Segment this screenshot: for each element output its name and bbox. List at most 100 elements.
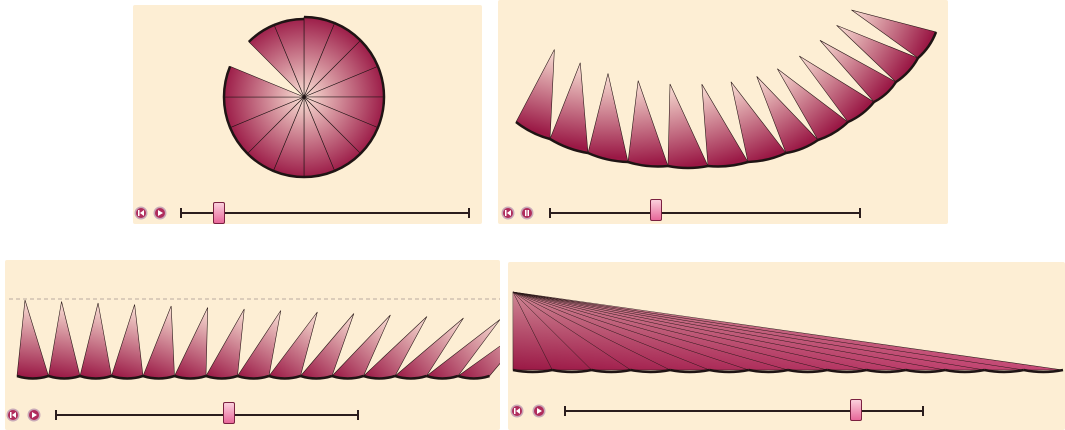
panel-arc [498,0,948,224]
slider-thumb[interactable] [223,402,235,424]
triangle-wedge-rim [552,368,592,374]
circle-wedge-rim [222,96,232,129]
circle-wedge-rim [273,17,305,27]
arc-wedge-rim [549,137,589,155]
circle-wedges [222,15,386,179]
slider-track[interactable] [55,410,359,420]
arc-wedge-rim [873,81,898,104]
slider-track[interactable] [564,406,924,416]
slider-thumb[interactable] [213,202,225,224]
straight-wedge-rim [205,374,238,380]
triangle-wedge-rim [748,368,789,374]
reset-button[interactable] [6,408,20,422]
straight-wedges [16,299,500,380]
pause-icon [520,206,534,220]
triangle-wedge-edge [512,291,946,371]
straight-wedge-rim [331,374,364,380]
straight-wedge-rim [268,374,301,380]
triangle-wedge-edge [512,291,906,371]
slider-thumb[interactable] [850,399,862,421]
straight-wedge-rim [48,374,81,380]
straight-wedge-rim [111,374,144,380]
triangle-wedges-scene [512,291,1064,374]
slider-track[interactable] [180,208,470,218]
play-button[interactable] [27,408,41,422]
straight-wedge-rim [457,374,490,380]
circle-wedge-rim [246,152,274,173]
arc-wedge-rim [895,57,920,84]
arc-wedge-rim [667,164,709,170]
arc-wedge-rim [515,121,551,141]
slider-thumb[interactable] [650,199,662,221]
panel-triangle [508,262,1065,430]
reset-button[interactable] [134,206,148,220]
reset-button[interactable] [501,206,515,220]
play-icon [27,408,41,422]
triangle-wedge-edge [512,291,749,371]
circle-wedge-rim [303,169,336,179]
triangle-wedge-edge [512,291,867,371]
triangle-wedge-rim [905,368,946,374]
straight-wedges-scene [9,298,500,380]
arc-wedge-rim [817,121,849,142]
panel-straight [5,260,500,430]
straight-wedge-rim [142,374,175,380]
straight-wedge [111,304,144,379]
play-button[interactable] [532,404,546,418]
straight-wedge-rim [174,374,207,380]
arc-wedge [667,83,709,169]
triangle-wedge-edge [512,291,1024,371]
circle-wedge-rim [222,65,232,98]
circle-wedge-rim [334,21,362,42]
circle-wedge-rim [376,96,386,129]
triangle-wedge-edge [512,291,985,371]
triangle-wedge-rim [944,368,985,374]
arc-wedge [627,80,669,167]
play-icon [153,206,167,220]
arc-wedge [587,73,629,163]
triangle-wedge-edge [512,291,553,371]
triangle-wedge-rim [984,368,1024,374]
slider-track[interactable] [549,208,861,218]
arc-wedge-rim [847,101,875,124]
arc-wedge-rim [707,160,749,168]
arc-wedge-rim [587,151,629,164]
triangle-wedge-edge [512,291,671,371]
triangle-highlight [513,292,1063,370]
play-button[interactable] [153,206,167,220]
play-icon [532,404,546,418]
straight-wedge [237,310,282,379]
reset-icon [6,408,20,422]
reset-icon [501,206,515,220]
straight-wedge [142,305,175,379]
reset-icon [134,206,148,220]
triangle-wedge-rim [630,368,671,374]
circle-wedge-rim [334,152,362,173]
arc-wedges-scene [515,9,938,170]
straight-wedge-rim [394,374,427,380]
circle-wedge-rim [228,127,249,155]
straight-wedge-rim [426,374,459,380]
triangle-wedge-edge [512,291,710,371]
triangle-wedges [512,291,1064,374]
straight-wedge [79,302,112,379]
reset-button[interactable] [510,404,524,418]
circle-wedge-rim [359,127,380,155]
arc-wedge [549,62,589,154]
pause-button[interactable] [520,206,534,220]
circle-wedge-rim [376,65,386,98]
straight-wedge [48,301,81,379]
circle-wedge-rim [359,39,380,67]
reset-icon [510,404,524,418]
triangle-wedge-rim [512,368,553,374]
triangle-wedge-edge [512,291,592,371]
triangle-wedge-edge [512,291,789,371]
triangle-wedge-rim [787,368,828,374]
straight-wedge-rim [16,374,49,380]
triangle-wedge-edge [512,291,631,371]
straight-wedge-rim [237,374,270,380]
circle-wedge-rim [272,169,305,179]
circle-wedge-rim [247,23,275,43]
triangle-wedge-edge [512,291,828,371]
triangle-wedge-rim [1023,368,1064,374]
